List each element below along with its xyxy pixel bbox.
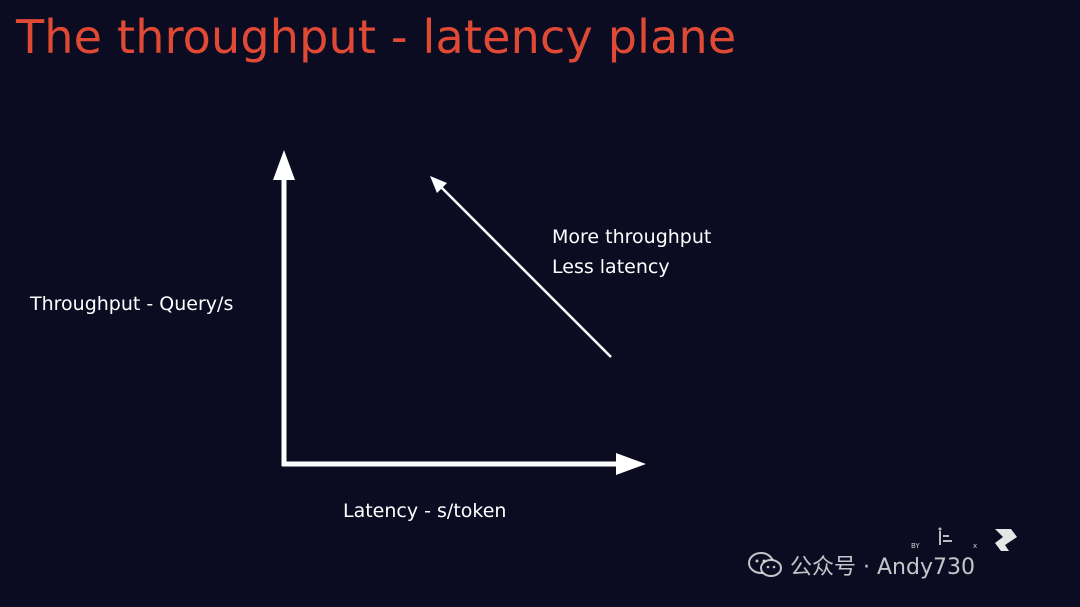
logo-by-text: BY <box>911 542 920 550</box>
y-axis-label: Throughput - Query/s <box>30 293 234 315</box>
watermark-text: 公众号 · Andy730 <box>790 555 975 580</box>
partner-logo <box>995 529 1017 551</box>
wechat-icon <box>748 552 782 577</box>
y-axis-arrowhead <box>273 150 295 180</box>
annotation-line-2: Less latency <box>552 256 670 278</box>
annotation: More throughput Less latency <box>552 222 711 282</box>
sponsor-logos: BY x <box>911 527 1017 551</box>
mlops-logo <box>938 527 952 545</box>
x-axis-label: Latency - s/token <box>343 500 507 522</box>
watermark: 公众号 · Andy730 <box>748 548 975 582</box>
logo-x-text: x <box>973 542 977 550</box>
improvement-arrow-shaft <box>439 185 612 358</box>
annotation-line-1: More throughput <box>552 226 712 248</box>
x-axis-arrowhead <box>616 453 646 475</box>
slide-title: The throughput - latency plane <box>16 10 737 64</box>
improvement-arrowhead <box>430 176 447 193</box>
